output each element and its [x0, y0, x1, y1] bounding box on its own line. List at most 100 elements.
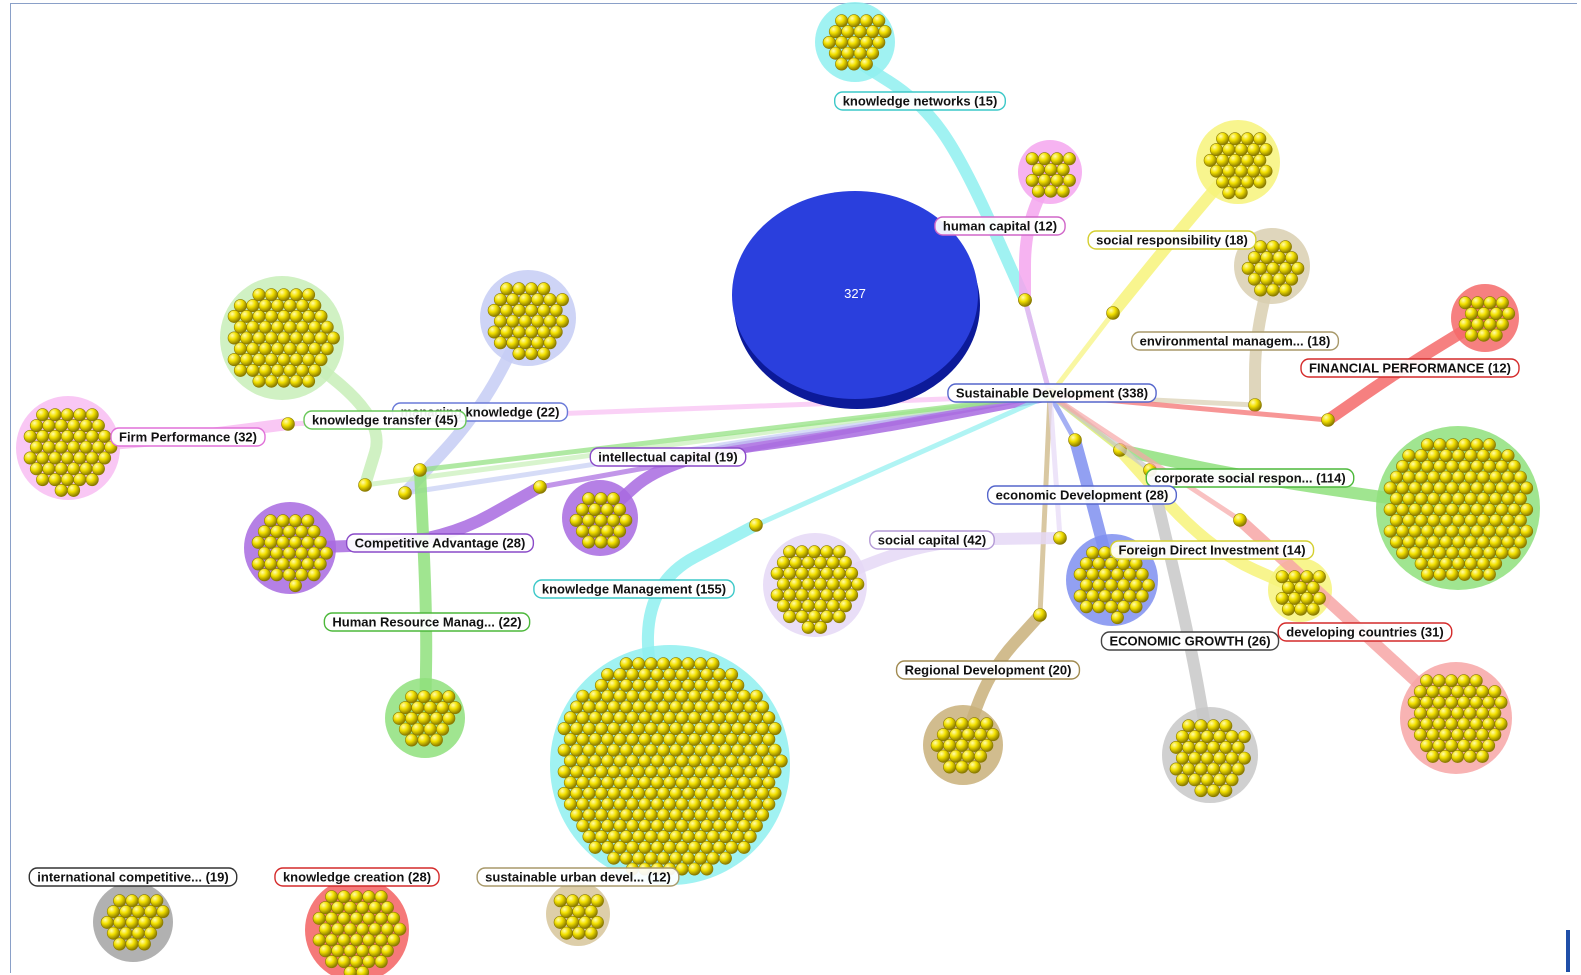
knowledge-creation-label[interactable]: knowledge creation (28): [274, 867, 440, 887]
document-ball: [712, 840, 726, 854]
document-ball: [1414, 492, 1428, 506]
environmental-management-balls: [1241, 240, 1305, 297]
document-ball: [1495, 317, 1509, 331]
financial-performance-label[interactable]: FINANCIAL PERFORMANCE (12): [1300, 358, 1520, 378]
human-capital-label[interactable]: human capital (12): [934, 216, 1066, 236]
document-ball: [1206, 784, 1220, 798]
social-capital-label[interactable]: social capital (42): [869, 530, 995, 550]
foreign-direct-investment-label[interactable]: Foreign Direct Investment (14): [1109, 540, 1315, 560]
competitive-advantage-label-text: Competitive Advantage (28): [355, 536, 526, 551]
intellectual-capital-label[interactable]: intellectual capital (19): [589, 447, 747, 467]
document-ball: [1470, 503, 1484, 517]
document-ball: [1135, 567, 1149, 581]
document-ball: [282, 525, 296, 539]
document-ball: [448, 701, 462, 715]
knowledge-networks-label[interactable]: knowledge networks (15): [834, 91, 1006, 111]
document-ball: [625, 668, 639, 682]
document-ball: [706, 722, 720, 736]
document-ball: [1389, 470, 1403, 484]
document-ball: [1285, 272, 1299, 286]
document-ball: [694, 743, 708, 757]
document-ball: [1445, 438, 1459, 452]
hub-pie[interactable]: 327: [732, 191, 980, 409]
social-responsibility-label[interactable]: social responsibility (18): [1087, 230, 1257, 250]
corporate-social-responsibility-label[interactable]: corporate social respon... (114): [1145, 468, 1355, 488]
document-ball: [606, 513, 620, 527]
document-ball: [1451, 728, 1465, 742]
document-ball: [650, 776, 664, 790]
document-ball: [743, 765, 757, 779]
document-ball: [1219, 762, 1233, 776]
managing-knowledge-balls: [487, 282, 569, 361]
document-ball: [85, 429, 99, 443]
document-ball: [1470, 438, 1484, 452]
document-ball: [1092, 578, 1106, 592]
scrollbar-edge[interactable]: [1566, 930, 1570, 972]
document-ball: [930, 738, 944, 752]
document-ball: [137, 894, 151, 908]
document-ball: [1194, 784, 1208, 798]
document-ball: [859, 57, 873, 71]
document-ball: [632, 678, 646, 692]
document-ball: [1278, 240, 1292, 254]
document-ball: [137, 915, 151, 929]
knowledge-management-label-box: [533, 579, 735, 599]
document-ball: [314, 331, 328, 345]
firm-performance-balls: [23, 408, 118, 497]
environmental-management-label[interactable]: environmental managem... (18): [1130, 331, 1340, 351]
document-ball: [835, 57, 849, 71]
firm-performance-label[interactable]: Firm Performance (32): [110, 427, 266, 447]
document-ball: [632, 808, 646, 822]
document-ball: [337, 955, 351, 969]
document-ball: [669, 657, 683, 671]
document-ball: [487, 325, 501, 339]
regional-development-label[interactable]: Regional Development (20): [895, 660, 1081, 680]
sustainable-development-label[interactable]: Sustainable Development (338): [947, 383, 1157, 403]
document-ball: [1228, 153, 1242, 167]
document-ball: [1489, 470, 1503, 484]
international-competitive-label[interactable]: international competitive... (19): [28, 867, 238, 887]
sustainable-urban-development-label[interactable]: sustainable urban devel... (12): [476, 867, 680, 887]
document-ball: [762, 797, 776, 811]
document-ball: [1396, 459, 1410, 473]
knowledge-transfer-label[interactable]: knowledge transfer (45): [303, 410, 467, 430]
developing-countries-label[interactable]: developing countries (31): [1277, 622, 1453, 642]
document-ball: [656, 722, 670, 736]
economic-development-label[interactable]: economic Development (28): [986, 485, 1178, 505]
document-ball: [251, 557, 265, 571]
document-ball: [570, 765, 584, 779]
document-ball: [594, 722, 608, 736]
document-ball: [1458, 481, 1472, 495]
document-ball: [1396, 481, 1410, 495]
document-ball: [276, 557, 290, 571]
document-ball: [1402, 492, 1416, 506]
document-ball: [276, 514, 290, 528]
knowledge-transfer-label-box: [303, 410, 467, 430]
document-ball: [85, 451, 99, 465]
document-ball: [1489, 557, 1503, 571]
document-ball: [737, 776, 751, 790]
document-ball: [576, 819, 590, 833]
document-ball: [1194, 740, 1208, 754]
document-ball: [563, 711, 577, 725]
economic-growth-label[interactable]: ECONOMIC GROWTH (26): [1100, 631, 1280, 651]
document-ball: [768, 722, 782, 736]
hub-pie[interactable]: [732, 191, 978, 399]
competitive-advantage-label[interactable]: Competitive Advantage (28): [345, 533, 535, 553]
corporate-social-responsibility-label-text: corporate social respon... (114): [1154, 471, 1345, 486]
document-ball: [512, 303, 526, 317]
document-ball: [442, 711, 456, 725]
document-ball: [264, 557, 278, 571]
document-ball: [656, 700, 670, 714]
document-ball: [1209, 143, 1223, 157]
document-ball: [1414, 470, 1428, 484]
document-ball: [252, 309, 266, 323]
human-resource-management-label[interactable]: Human Resource Manag... (22): [323, 612, 531, 632]
document-ball: [1489, 328, 1503, 342]
regional-development-connector-ball: [1033, 608, 1047, 622]
document-ball: [258, 342, 272, 356]
document-ball: [1464, 557, 1478, 571]
document-ball: [644, 722, 658, 736]
knowledge-management-label[interactable]: knowledge Management (155): [533, 579, 735, 599]
